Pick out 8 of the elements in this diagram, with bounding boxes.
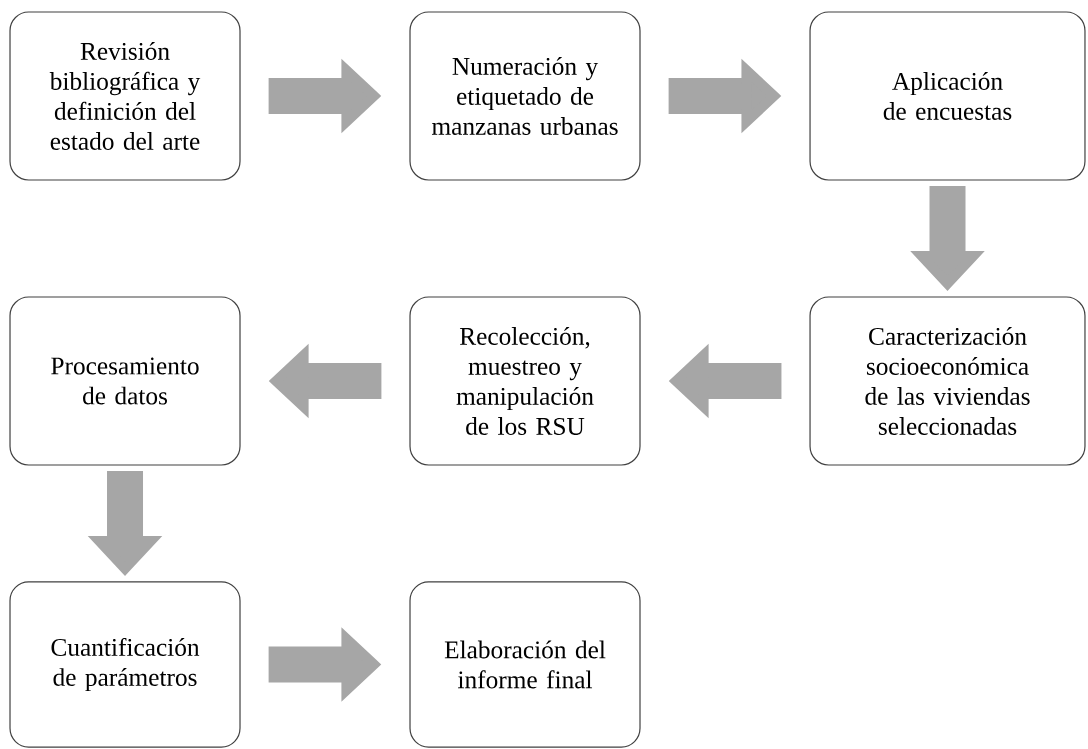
- process-box: Aplicación de encuestas: [809, 11, 1086, 181]
- process-box: Cuantificación de parámetros: [9, 581, 241, 748]
- process-box: Elaboración del informe final: [409, 581, 641, 748]
- process-box: Procesamiento de datos: [9, 296, 241, 466]
- process-box: Caracterización socioeconómica de las viviendas seleccionadas: [809, 296, 1086, 466]
- process-box: Numeración y etiquetado de manzanas urbanas: [409, 11, 641, 181]
- process-box: Revisión bibliográfica y definición del estado del arte: [9, 11, 241, 181]
- process-box: Recolección, muestreo y manipulación de los RSU: [409, 296, 641, 466]
